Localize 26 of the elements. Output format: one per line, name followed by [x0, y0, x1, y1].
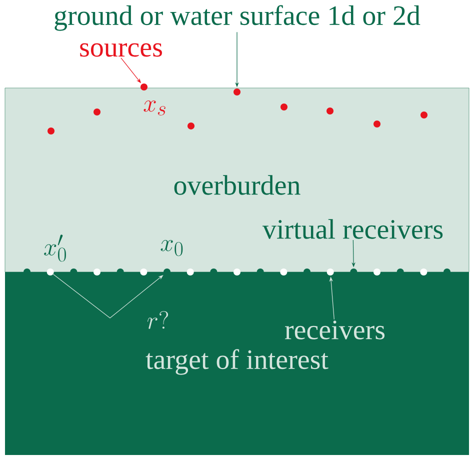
receiver-dot: [420, 268, 428, 276]
receiver-dot: [186, 268, 194, 276]
source-dot: [280, 104, 288, 110]
label: virtual receivers: [262, 219, 443, 239]
source-dot: [48, 128, 54, 134]
source-dot: [420, 112, 428, 118]
source-dot: [374, 120, 380, 128]
receiver-dot: [234, 268, 240, 276]
point-label: $x_s$: [144, 100, 166, 116]
label: ground or water surface 1d or 2d: [54, 5, 420, 31]
receiver-dot: [374, 268, 380, 276]
source-dot: [326, 108, 334, 114]
source-dot: [188, 122, 194, 130]
receiver-dot: [140, 268, 148, 276]
source-dot: [140, 84, 148, 90]
receiver-dot: [280, 268, 288, 276]
source-dot: [94, 108, 100, 116]
label: sources: [80, 43, 162, 57]
receiver-dot: [46, 268, 54, 276]
edge-label: $r?$: [146, 310, 170, 330]
receiver-dot: [94, 268, 100, 276]
point-label: $x_0$: [160, 240, 183, 256]
source-dot: [234, 88, 240, 96]
point-label: $x'_0$: [44, 234, 66, 262]
label: receivers: [285, 320, 385, 340]
receiver-dot: [326, 268, 334, 276]
